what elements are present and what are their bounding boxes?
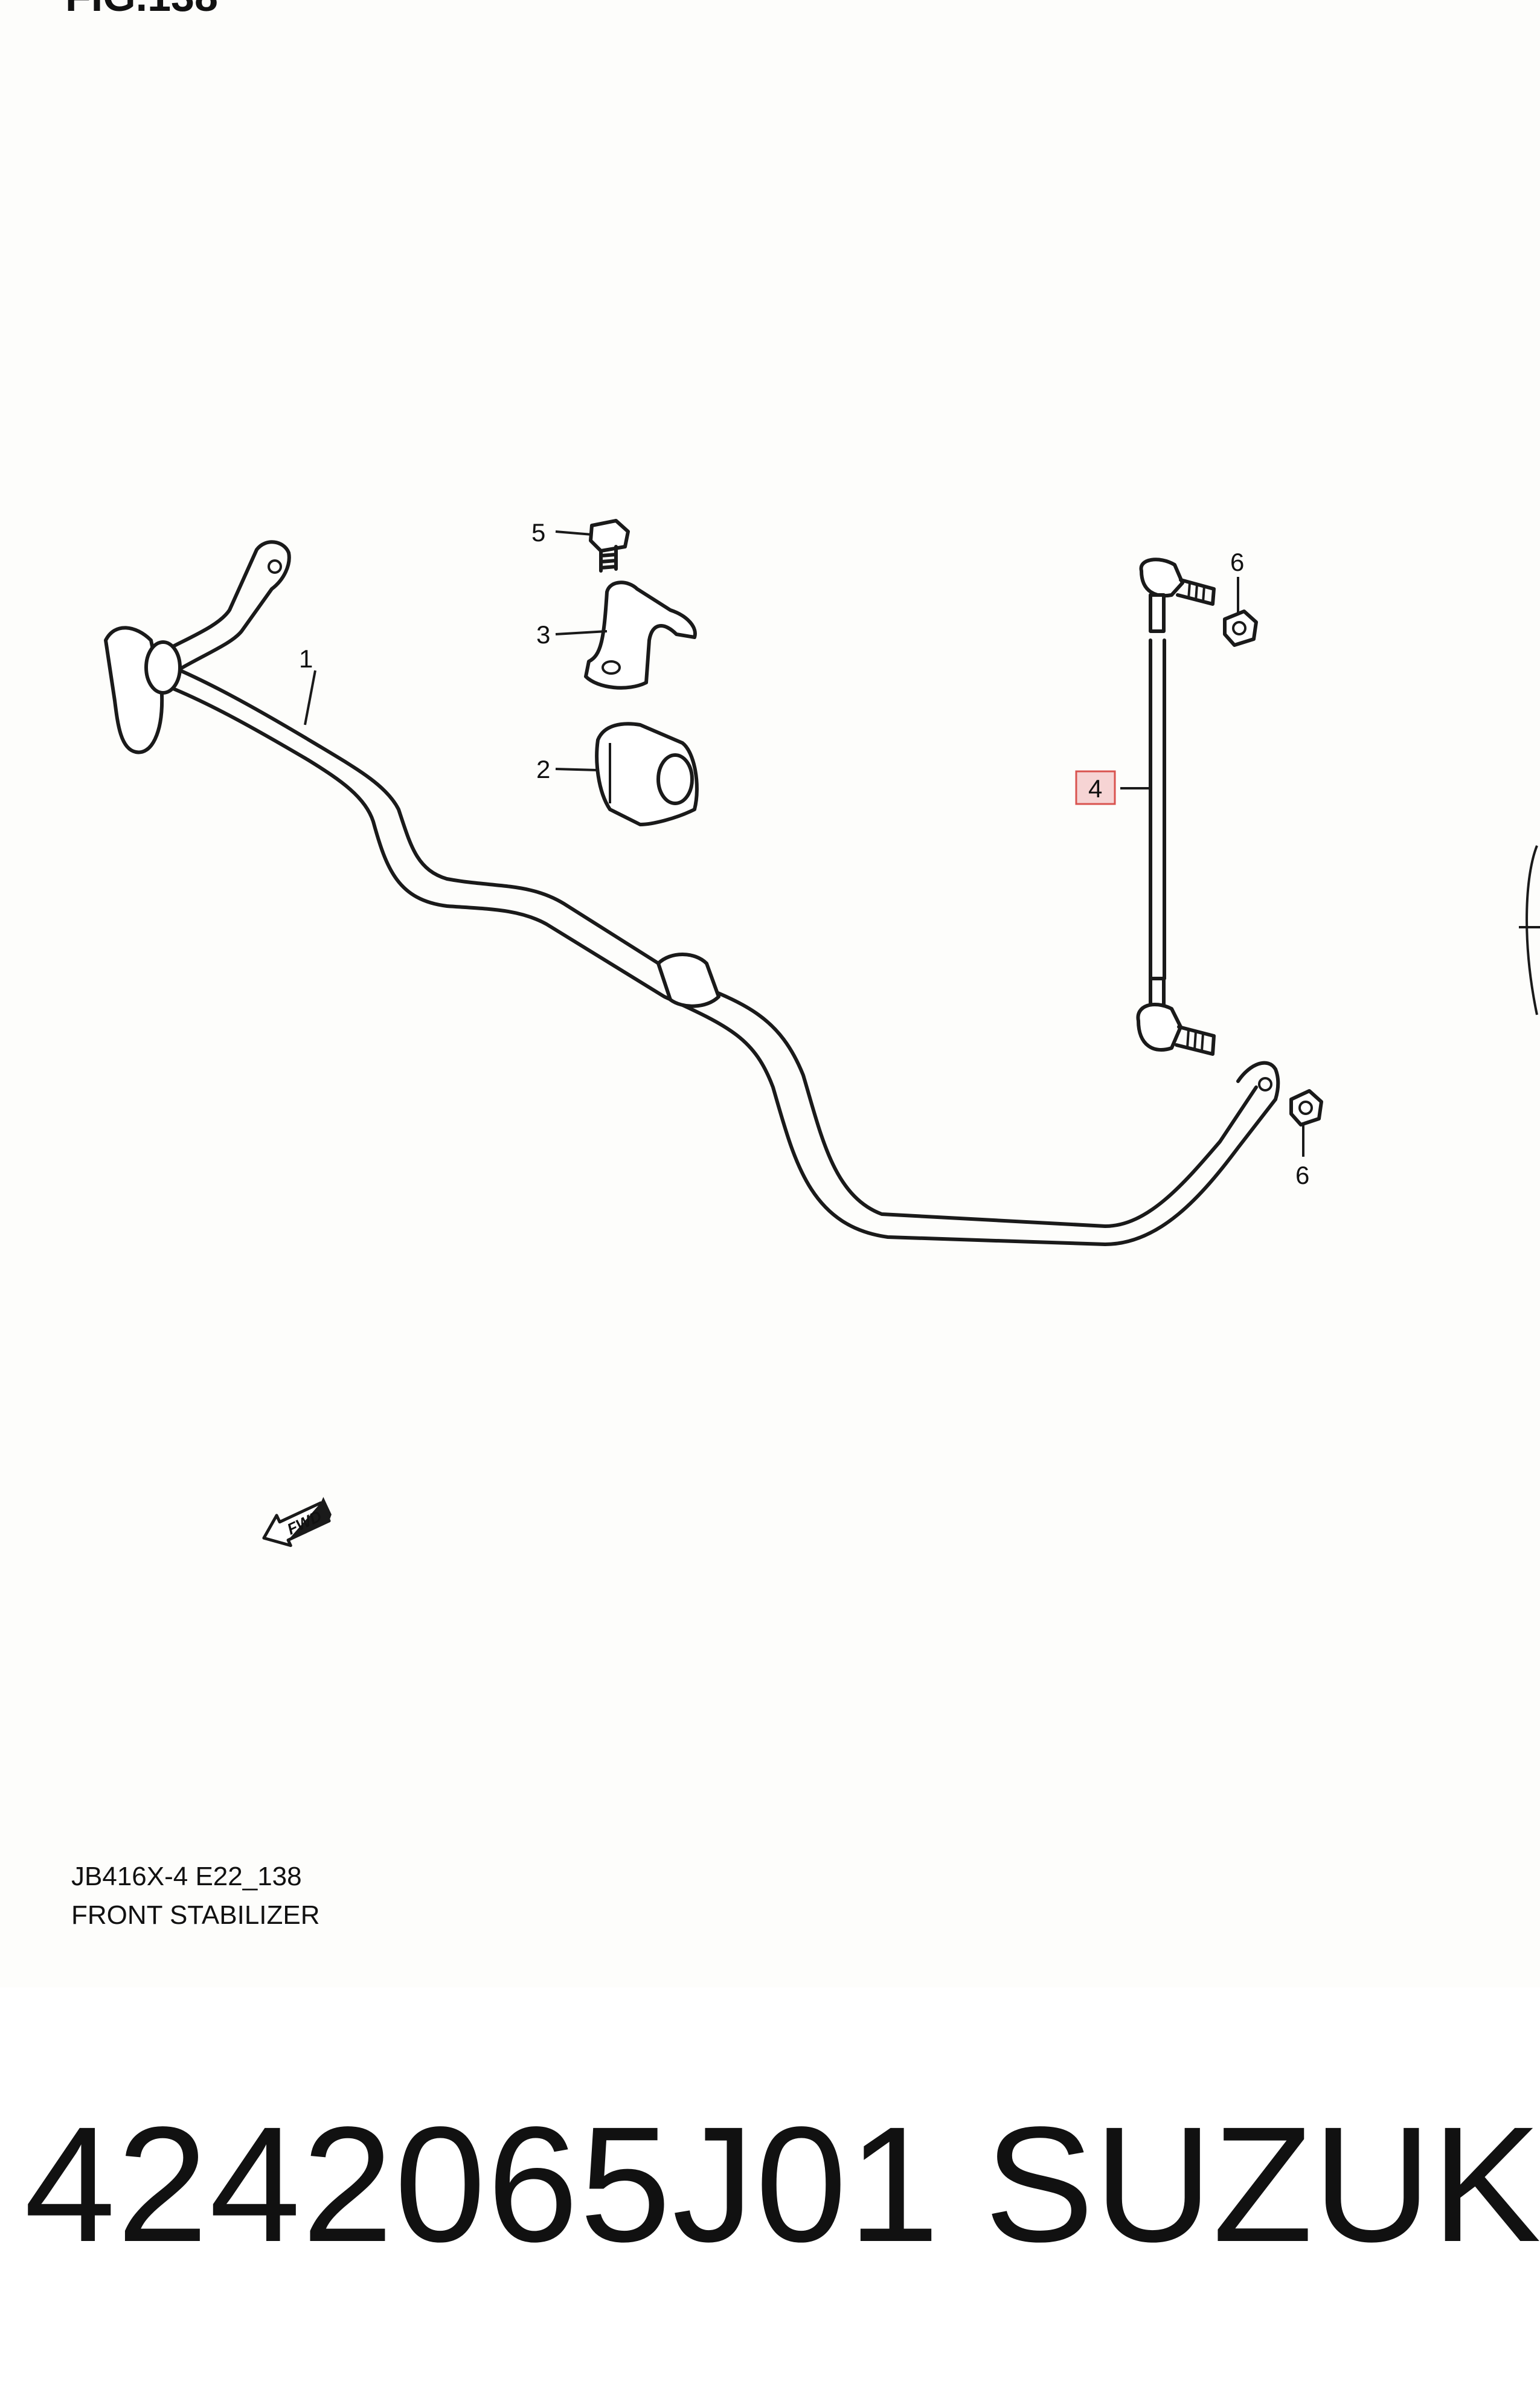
diagram-panel: FIG.138 (65, 0, 1540, 1930)
callout-5[interactable]: 5 (531, 518, 545, 547)
diagram-title: FRONT STABILIZER (71, 1900, 320, 1930)
callout-3[interactable]: 3 (536, 620, 550, 649)
link-nut-lower (1289, 1089, 1323, 1127)
callout-leaders (304, 530, 1304, 1157)
callout-6-upper[interactable]: 6 (1230, 548, 1244, 576)
adjacent-figure-fragment (1519, 845, 1540, 1015)
figure-label: FIG.138 (65, 0, 218, 20)
brand-name: SUZUKI (984, 2092, 1540, 2276)
callout-4[interactable]: 4 (1088, 774, 1102, 803)
callout-1[interactable]: 1 (299, 645, 313, 673)
bushing-bracket (584, 580, 697, 690)
link-nut-upper (1223, 609, 1258, 647)
fwd-arrow-icon: FWD (262, 1497, 332, 1548)
stabilizer-bushing (595, 722, 699, 826)
bracket-bolt (589, 519, 630, 573)
part-number: 4242065J01 (24, 2092, 941, 2276)
diagram-code: JB416X-4 E22_138 (71, 1862, 302, 1891)
callout-6-lower[interactable]: 6 (1295, 1161, 1309, 1189)
stabilizer-link (1136, 558, 1216, 1056)
callout-4-highlight[interactable] (1075, 770, 1116, 805)
exploded-parts-diagram: FIG.138 (65, 0, 1540, 1548)
callout-2[interactable]: 2 (536, 755, 550, 783)
stabilizer-bar (104, 540, 1280, 1246)
